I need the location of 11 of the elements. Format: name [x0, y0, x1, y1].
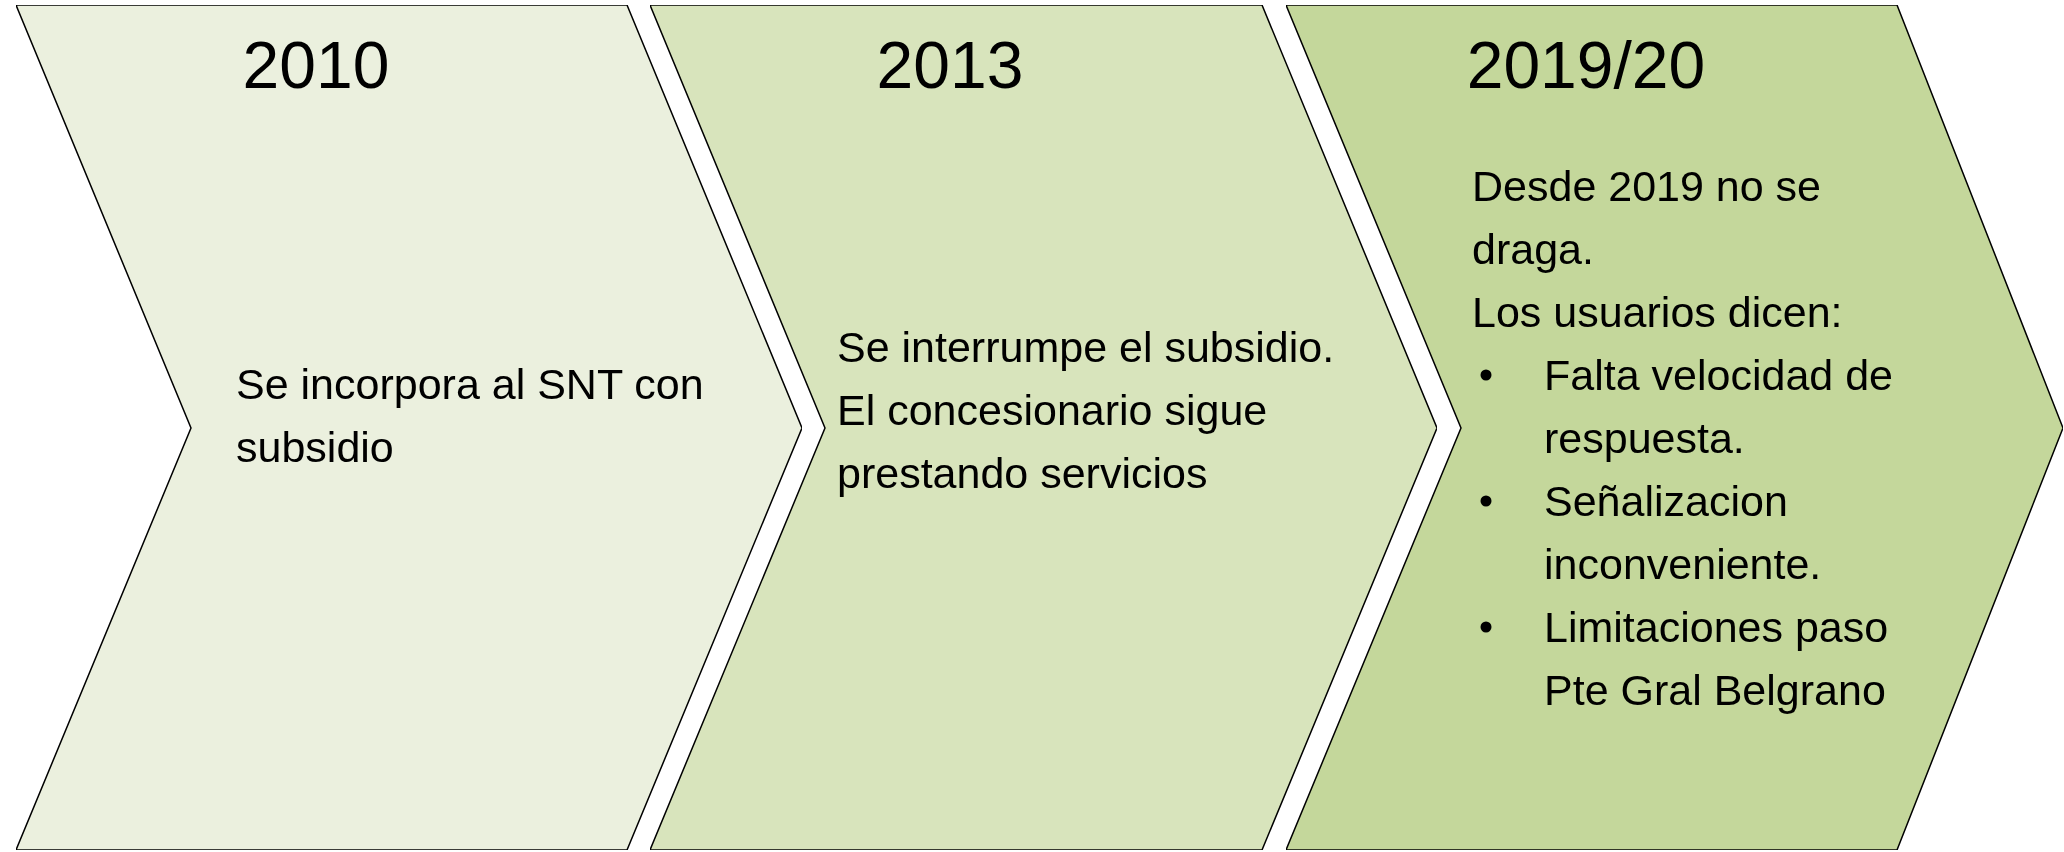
year-heading: 2019/20 [1465, 27, 1707, 104]
description-text: Desde 2019 no se draga. [1472, 161, 1823, 275]
year-heading: 2010 [241, 27, 391, 104]
bullet-item: Falta velocidad de respuesta. [1544, 350, 1894, 464]
description-text: El concesionario sigue prestando servicios [837, 385, 1269, 499]
description-text: Se interrumpe el subsidio. [837, 322, 1336, 373]
bullet-item: Señalizacion inconveniente. [1544, 476, 1823, 590]
description-text: Los usuarios dicen: [1472, 287, 1844, 338]
year-heading: 2013 [875, 27, 1025, 104]
bullet-item: Limitaciones paso Pte Gral Belgrano [1544, 602, 1890, 716]
description-text: Se incorpora al SNT con subsidio [236, 359, 705, 473]
